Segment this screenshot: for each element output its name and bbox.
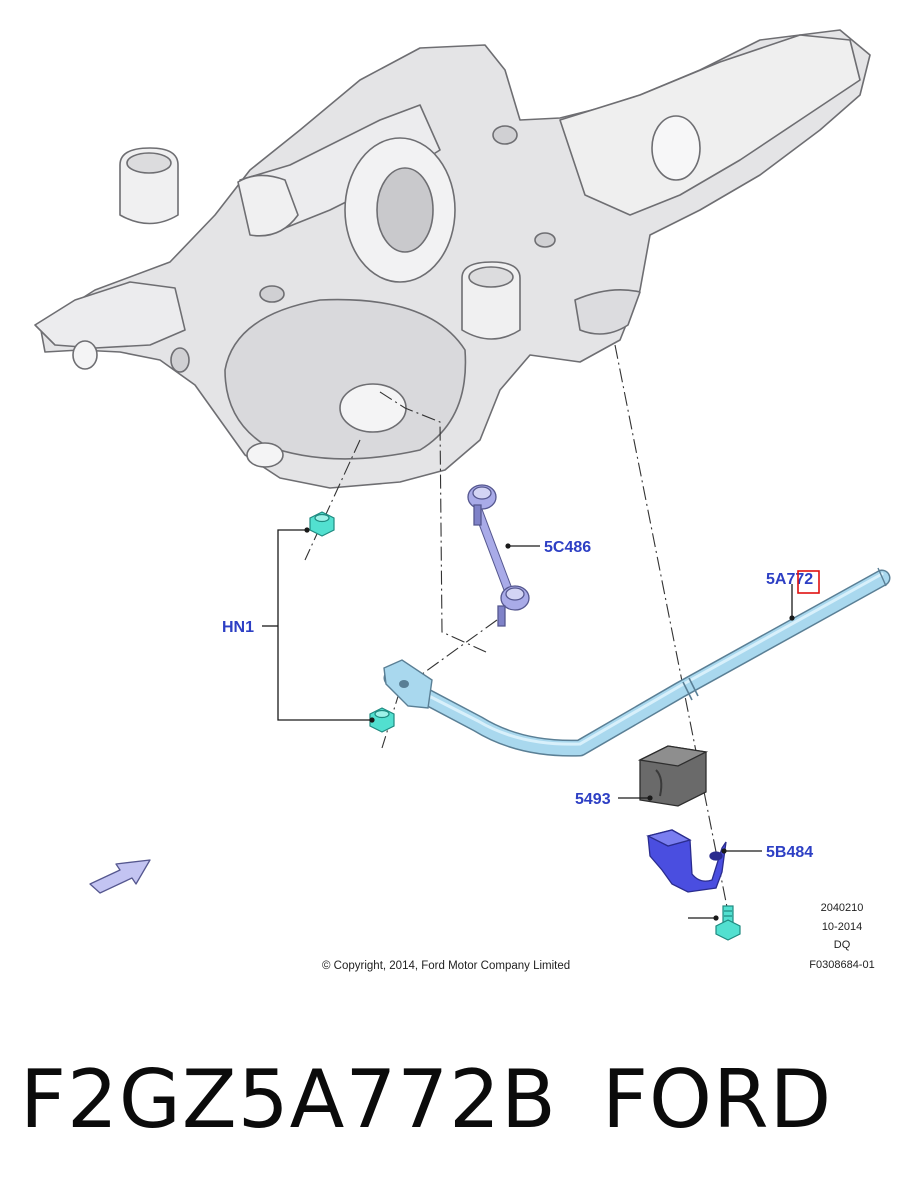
nut-lower — [369, 707, 395, 733]
part-number: F2GZ5A772B — [20, 1053, 557, 1146]
callout-5c486: 5C486 — [544, 539, 591, 556]
drawing-initials: DQ — [834, 939, 851, 951]
nut-upper — [309, 511, 335, 537]
bushing-bracket — [646, 829, 727, 893]
callout-dots — [304, 527, 795, 921]
stabilizer-bar — [383, 567, 891, 757]
callout-hn1: HN1 — [222, 619, 254, 636]
drawing-code: 2040210 — [821, 902, 864, 914]
callout-5b484: 5B484 — [766, 844, 813, 861]
highlight-box — [797, 570, 820, 594]
assembly-leader-lines — [304, 344, 729, 913]
callout-leaders — [262, 529, 793, 919]
copyright-notice: © Copyright, 2014, Ford Motor Company Li… — [322, 960, 570, 972]
figure-id: F0308684-01 — [809, 959, 874, 971]
part-footer: F2GZ5A772B FORD — [0, 1040, 912, 1160]
stabilizer-bushing — [637, 745, 709, 807]
drawing-date: 10-2014 — [822, 921, 862, 933]
bolt — [715, 905, 741, 941]
callout-5a772: 5A772 — [766, 571, 813, 588]
stabilizer-link — [467, 484, 530, 627]
brand-name: FORD — [602, 1053, 833, 1146]
direction-arrow-icon — [89, 859, 151, 894]
exploded-parts-diagram: HN1 5C486 5A772 5493 5B484 2040210 10-20… — [34, 29, 891, 972]
subframe-assembly — [34, 29, 871, 489]
callout-5493: 5493 — [575, 791, 611, 808]
